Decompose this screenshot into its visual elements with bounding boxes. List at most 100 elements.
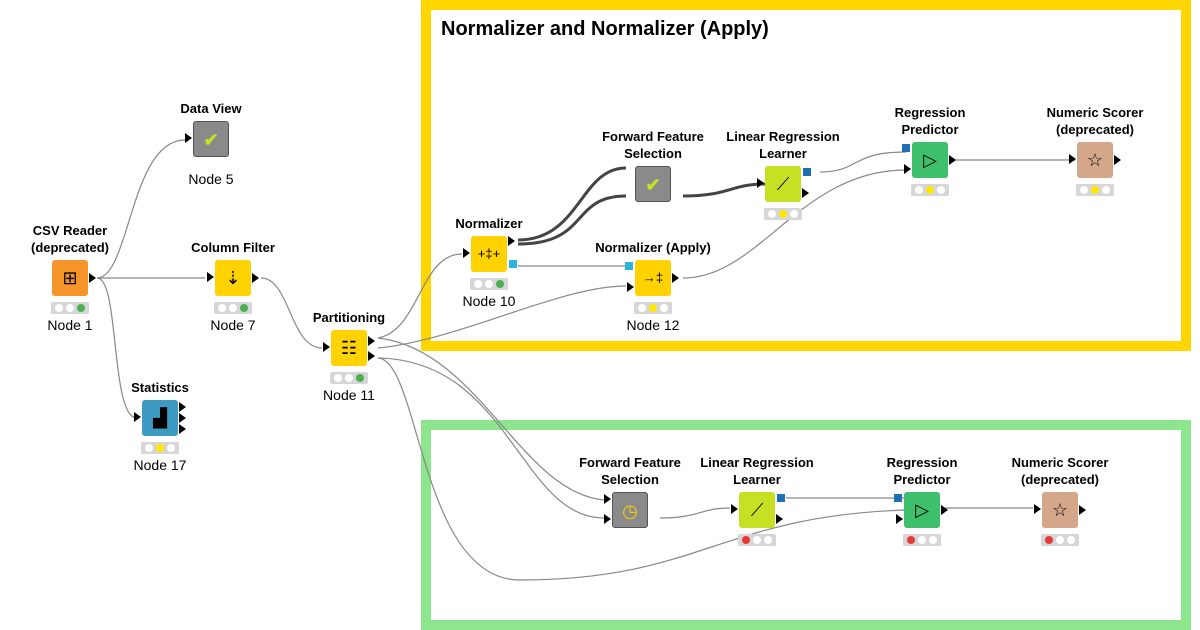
scorer-star-icon: ☆ <box>1077 142 1113 178</box>
node-normalizer[interactable]: Normalizer +‡+ Node 10 <box>429 216 549 310</box>
output-port[interactable] <box>672 273 679 283</box>
connection <box>260 277 323 349</box>
node-title: Numeric Scorer (deprecated) <box>1011 455 1109 487</box>
loop-clock-icon: ◷ <box>612 492 648 528</box>
node-caption: Node 5 <box>188 171 234 187</box>
node-caption: Node 12 <box>626 317 680 333</box>
output-port[interactable] <box>776 514 783 524</box>
model-port[interactable] <box>509 260 517 268</box>
input-port[interactable] <box>134 412 141 422</box>
filter-arrows-icon: ⇣ <box>215 260 251 296</box>
node-forward-feature-selection-bottom[interactable]: Forward Feature Selection ◷ <box>570 455 690 528</box>
normalize-apply-icon: →‡ <box>635 260 671 296</box>
output-port[interactable] <box>89 273 96 283</box>
output-port[interactable] <box>1114 155 1121 165</box>
input-port[interactable] <box>757 178 764 188</box>
node-forward-feature-selection-top[interactable]: Forward Feature Selection ✔ <box>593 129 713 202</box>
input-port[interactable] <box>323 342 330 352</box>
node-data-view[interactable]: Data View ✔ Node 5 <box>151 101 271 188</box>
connection <box>377 285 627 349</box>
input-port[interactable] <box>731 504 738 514</box>
node-title: Forward Feature Selection <box>579 455 681 487</box>
node-title: Regression Predictor <box>886 455 958 487</box>
predictor-triangle-icon: ▷ <box>912 142 948 178</box>
connection <box>377 253 463 339</box>
flow-variable-connection <box>682 182 767 198</box>
model-port[interactable] <box>902 144 910 152</box>
input-port[interactable] <box>604 494 611 504</box>
node-linear-regression-learner-bottom[interactable]: Linear Regression Learner ⟋ <box>697 455 817 546</box>
node-linear-regression-learner-top[interactable]: Linear Regression Learner ⟋ <box>723 129 843 220</box>
input-port[interactable] <box>185 133 192 143</box>
output-port[interactable] <box>252 273 259 283</box>
input-port[interactable] <box>896 514 903 524</box>
input-port[interactable] <box>1069 154 1076 164</box>
node-status <box>764 208 802 220</box>
output-port[interactable] <box>179 413 186 423</box>
output-port[interactable] <box>368 336 375 346</box>
node-title: Normalizer <box>455 216 523 231</box>
input-port[interactable] <box>207 272 214 282</box>
node-csv-reader[interactable]: CSV Reader (deprecated) ⊞ Node 1 <box>10 223 130 334</box>
node-status <box>738 534 776 546</box>
predictor-triangle-icon: ▷ <box>904 492 940 528</box>
flow-variable-connection <box>517 166 627 242</box>
connection <box>377 357 907 581</box>
node-status <box>141 442 179 454</box>
node-statistics[interactable]: Statistics ▟ Node 17 <box>100 380 220 474</box>
node-normalizer-apply[interactable]: Normalizer (Apply) →‡ Node 12 <box>593 240 713 334</box>
node-title: Linear Regression Learner <box>700 455 814 487</box>
node-numeric-scorer-bottom[interactable]: Numeric Scorer (deprecated) ☆ <box>1000 455 1120 546</box>
node-title: Regression Predictor <box>894 105 966 137</box>
node-status <box>911 184 949 196</box>
regression-line-icon: ⟋ <box>765 166 801 202</box>
output-port[interactable] <box>179 424 186 434</box>
node-title: Linear Regression Learner <box>726 129 840 161</box>
input-port[interactable] <box>904 164 911 174</box>
histogram-icon: ▟ <box>142 400 178 436</box>
node-title: Partitioning <box>312 310 386 325</box>
input-port[interactable] <box>463 248 470 258</box>
connection <box>819 151 907 173</box>
model-port[interactable] <box>625 262 633 270</box>
input-port[interactable] <box>604 514 611 524</box>
connection <box>377 357 605 519</box>
output-port[interactable] <box>1079 505 1086 515</box>
node-status <box>214 302 252 314</box>
output-port[interactable] <box>368 351 375 361</box>
annotation-apply[interactable]: Normalizer and Normalizer (Apply) <box>421 0 1191 351</box>
node-status <box>1041 534 1079 546</box>
connection <box>682 169 907 279</box>
node-caption: Node 7 <box>210 317 256 333</box>
output-port[interactable] <box>179 402 186 412</box>
node-regression-predictor-top[interactable]: Regression Predictor ▷ <box>870 105 990 196</box>
input-port[interactable] <box>1034 504 1041 514</box>
node-column-filter[interactable]: Column Filter ⇣ Node 7 <box>173 240 293 334</box>
normalize-icon: +‡+ <box>471 236 507 272</box>
node-regression-predictor-bottom[interactable]: Regression Predictor ▷ <box>862 455 982 546</box>
output-port[interactable] <box>949 155 956 165</box>
output-port[interactable] <box>941 505 948 515</box>
node-title: Column Filter <box>191 240 275 255</box>
connection <box>659 507 731 519</box>
checkmark-icon: ✔ <box>635 166 671 202</box>
output-port[interactable] <box>802 188 809 198</box>
model-port[interactable] <box>803 168 811 176</box>
node-status <box>1076 184 1114 196</box>
input-port[interactable] <box>627 282 634 292</box>
checkmark-icon: ✔ <box>193 121 229 157</box>
annotation-text: Normalizer and Normalizer (Apply) <box>441 18 769 40</box>
node-caption: Node 10 <box>462 293 516 309</box>
flow-variable-connection <box>517 194 627 246</box>
node-numeric-scorer-top[interactable]: Numeric Scorer (deprecated) ☆ <box>1035 105 1155 196</box>
node-status <box>51 302 89 314</box>
node-caption: Node 17 <box>133 457 187 473</box>
model-port[interactable] <box>777 494 785 502</box>
connection <box>96 277 138 419</box>
model-port[interactable] <box>894 494 902 502</box>
node-title: Forward Feature Selection <box>602 129 704 161</box>
node-partitioning[interactable]: Partitioning ☷ Node 11 <box>289 310 409 404</box>
output-port[interactable] <box>508 236 515 246</box>
